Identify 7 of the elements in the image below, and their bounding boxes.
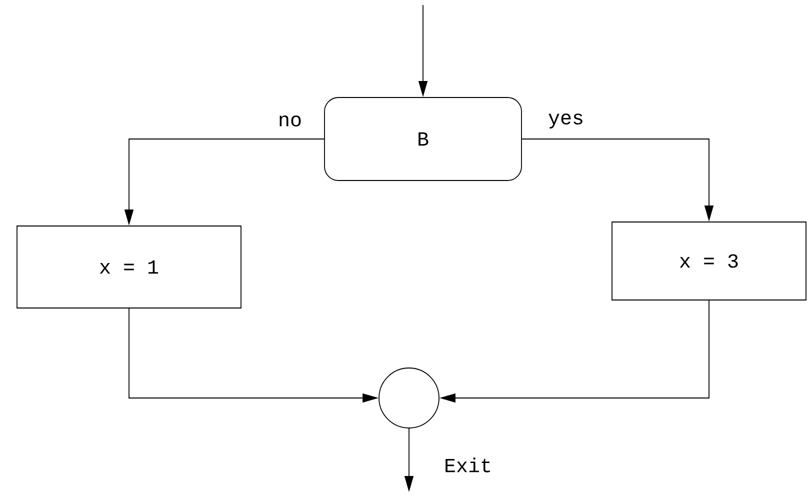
edge-label: yes [547,112,585,130]
junction-circle [378,368,440,428]
process-box: x = 3 [612,222,806,300]
edge-label: no [277,114,303,128]
process-box: x = 1 [16,226,242,308]
edge-label: Exit [443,456,493,474]
rounded-box: B [324,97,522,181]
